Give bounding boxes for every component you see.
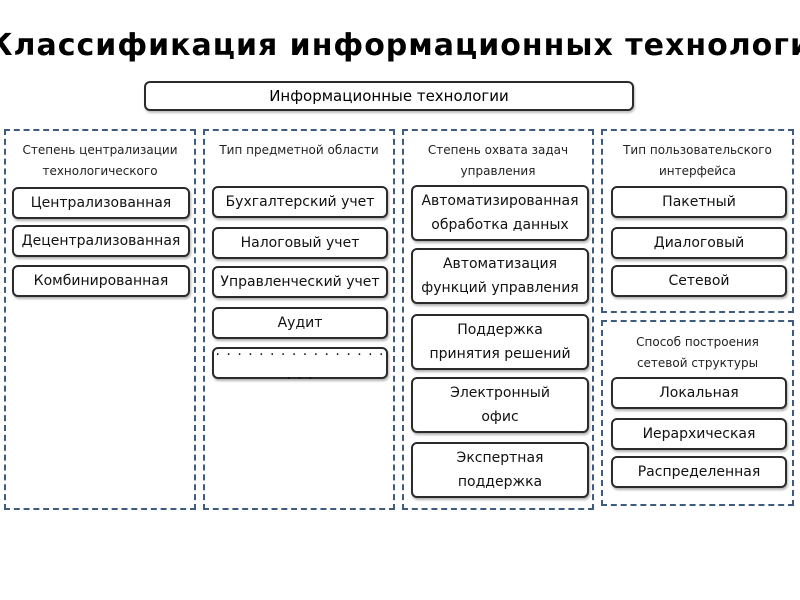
item-management-automation: Автоматизация функций управления [411, 248, 589, 304]
item-decentralized: Децентрализованная [12, 225, 190, 257]
item-automated-processing: Автоматизированная обработка данных [411, 185, 589, 241]
slide-title-text: Классификация информационных технологий [0, 28, 800, 63]
item-batch: Пакетный [611, 186, 787, 218]
root-node: Информационные технологии [144, 81, 634, 111]
item-centralized: Централизованная [12, 187, 190, 219]
group-task-coverage-title: Степень охвата задач управления [427, 143, 569, 178]
item-electronic-office: Электронный офис [411, 377, 589, 433]
group-network-structure: Способ построения сетевой структуры Лока… [601, 320, 794, 506]
slide-title: Классификация информационных технологий [0, 24, 800, 68]
item-tax-accounting: Налоговый учет [212, 227, 388, 259]
item-management-accounting: Управленческий учет [212, 266, 388, 298]
group-subject-area-title: Тип предметной области [219, 143, 379, 157]
item-dialog: Диалоговый [611, 227, 787, 259]
group-user-interface-title: Тип пользовательского интерфейса [623, 143, 772, 178]
item-network: Сетевой [611, 265, 787, 297]
group-centralization: Степень централизации технологического п… [4, 129, 196, 510]
group-subject-area: Тип предметной области Бухгалтерский уче… [203, 129, 395, 510]
item-accounting: Бухгалтерский учет [212, 186, 388, 218]
group-task-coverage: Степень охвата задач управления Автомати… [402, 129, 594, 510]
item-audit: Аудит [212, 307, 388, 339]
item-expert-support: Экспертная поддержка [411, 442, 589, 498]
item-combined: Комбинированная [12, 265, 190, 297]
group-user-interface: Тип пользовательского интерфейса Пакетны… [601, 129, 794, 313]
item-distributed: Распределенная [611, 456, 787, 488]
item-hierarchical: Иерархическая [611, 418, 787, 450]
item-ellipsis: . . . . . . . . . . . . . . . . . . . [212, 343, 388, 383]
group-network-structure-title: Способ построения сетевой структуры [636, 335, 759, 370]
item-decision-support: Поддержка принятия решений [411, 314, 589, 370]
item-local: Локальная [611, 377, 787, 409]
